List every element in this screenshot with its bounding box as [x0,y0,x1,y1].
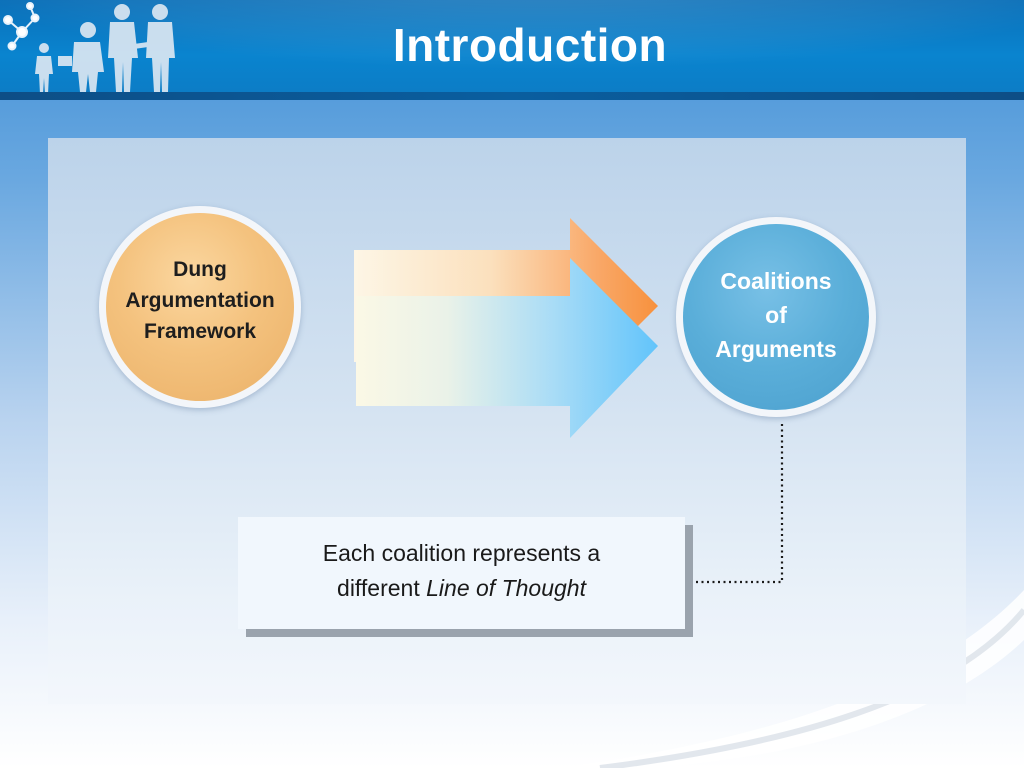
source-circle-label: Dung Argumentation Framework [115,254,285,347]
target-circle-line: of [765,302,787,328]
note-text: Each coalition represents a different Li… [323,536,600,606]
transition-arrows [354,218,658,438]
source-circle-fill: Dung Argumentation Framework [106,213,294,401]
source-circle-line: Dung [173,257,227,281]
note-line-1: Each coalition represents a [322,540,601,566]
blue-arrow [356,258,658,438]
target-circle-line: Arguments [715,336,837,362]
page-title: Introduction [392,19,668,71]
target-circle-line: Coalitions [720,268,832,294]
header-underline [0,92,1024,100]
note-box: Each coalition represents a different Li… [238,517,685,629]
business-people-icon [3,2,175,94]
header-bar: Introduction [0,0,1024,100]
target-circle-fill: Coalitions of Arguments [683,224,869,410]
note-italic-phrase: Line of Thought [426,575,586,601]
source-circle-line: Framework [143,319,257,343]
source-circle-line: Argumentation [125,288,275,312]
target-circle: Coalitions of Arguments [676,217,876,417]
note-line-2: different Line of Thought [323,571,600,606]
target-circle-label: Coalitions of Arguments [691,264,861,366]
molecule-icon [3,2,40,51]
note-line-2-prefix: different [337,575,427,601]
source-circle: Dung Argumentation Framework [99,206,301,408]
